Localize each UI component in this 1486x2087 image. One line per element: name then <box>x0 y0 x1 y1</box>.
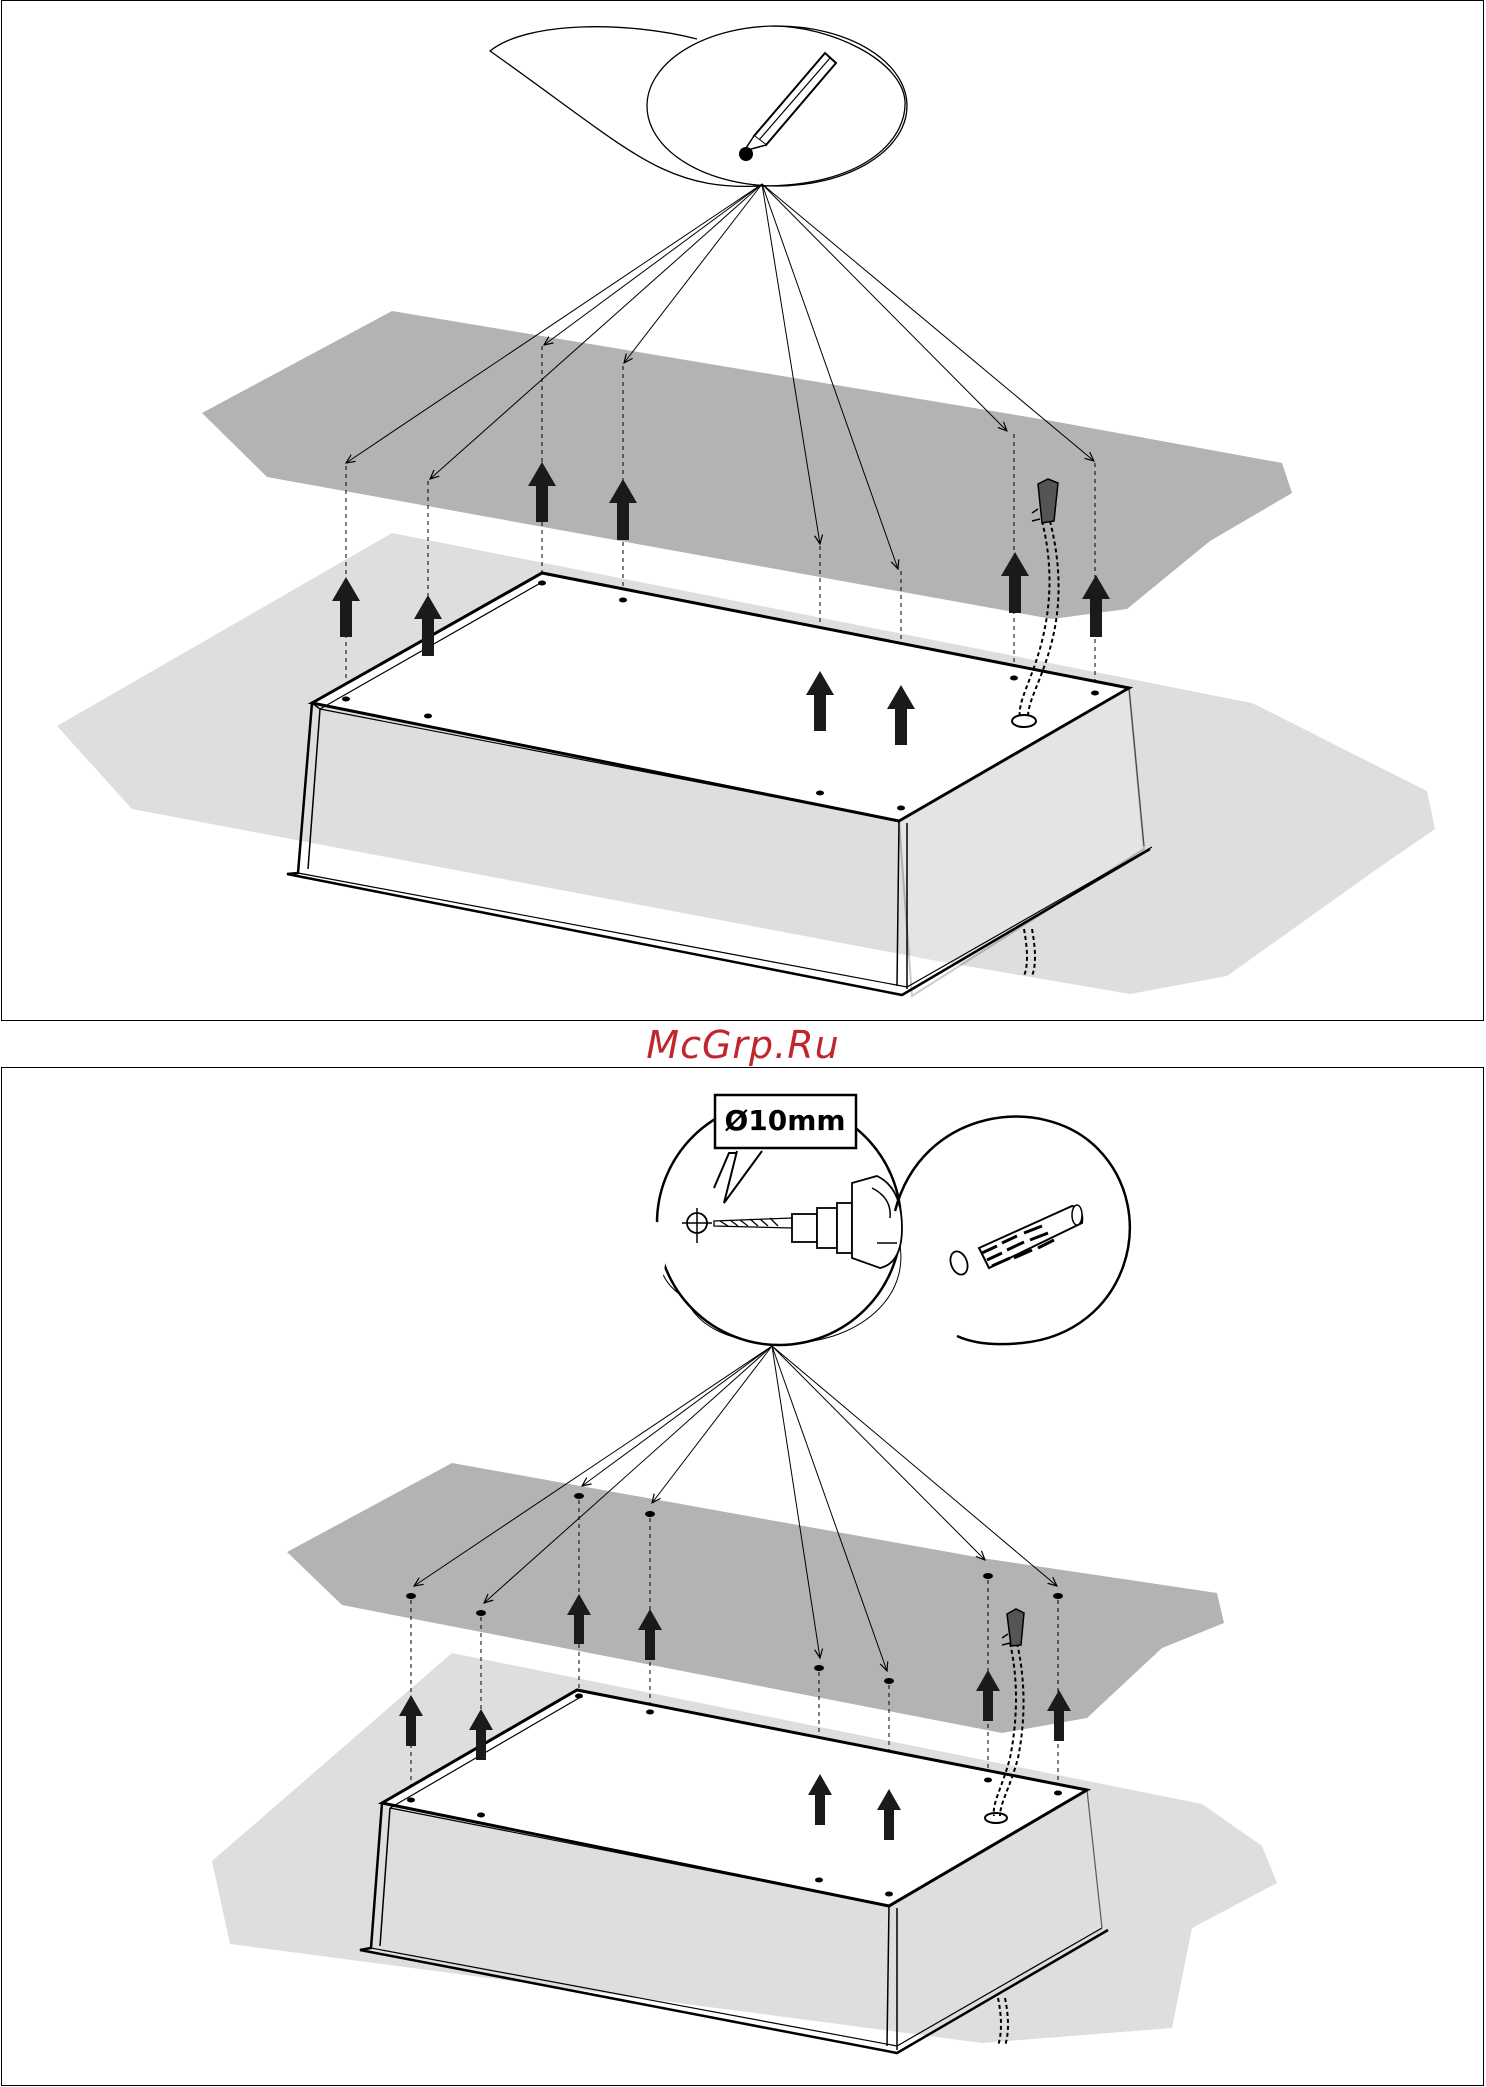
pencil-icon <box>739 53 836 161</box>
step-1-panel <box>1 0 1484 1021</box>
step-1-illustration <box>2 1 1485 1022</box>
step-2-panel: Ø10mm <box>1 1067 1484 2086</box>
pencil-callout <box>490 26 907 186</box>
watermark: McGrp.Ru <box>0 1021 1486 1067</box>
drill-size-label: Ø10mm <box>724 1104 845 1137</box>
step-2-illustration: Ø10mm <box>2 1068 1485 2087</box>
wall-plug-icon <box>979 1205 1082 1268</box>
wall-plug-callout <box>895 1117 1130 1345</box>
